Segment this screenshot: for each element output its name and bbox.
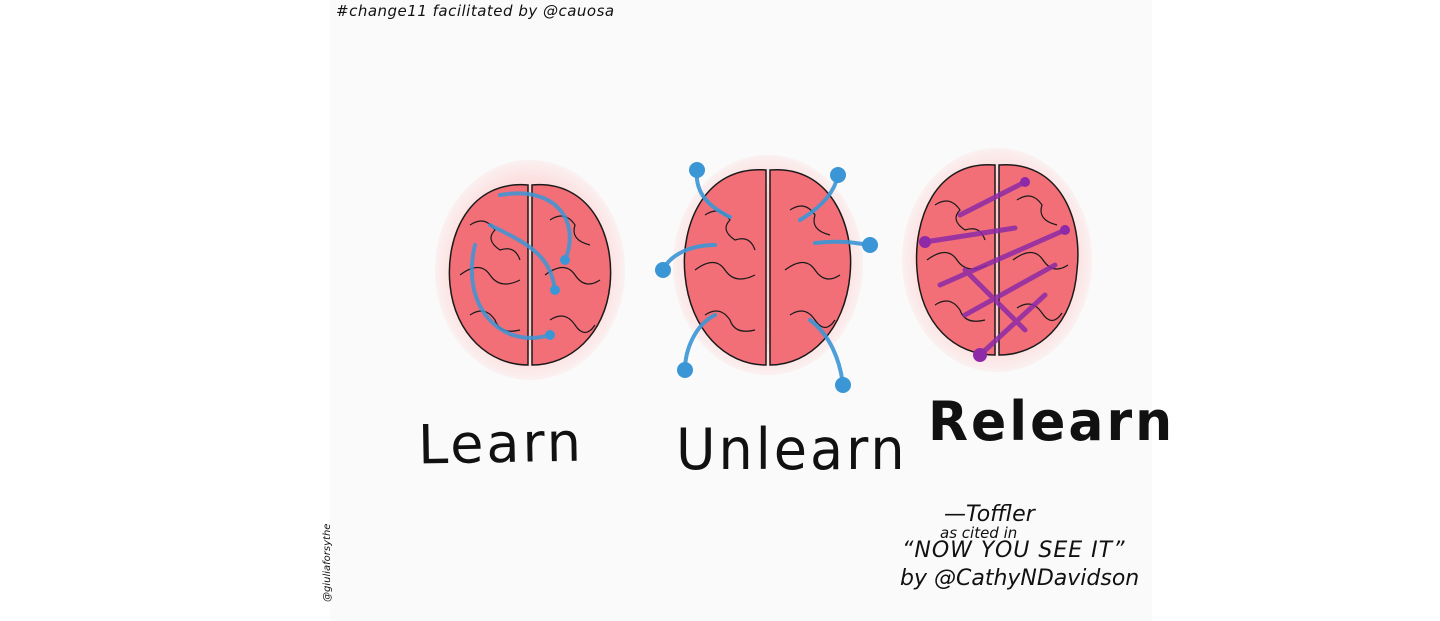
quote-by-line: by @CathyNDavidson: [900, 566, 1140, 591]
quote-author: —Toffler: [944, 502, 1035, 527]
learn-label: Learn: [417, 410, 585, 477]
artist-credit: @giuliaforsythe: [322, 523, 333, 602]
relearn-brain-illustration: [902, 148, 1092, 372]
quote-cited: as cited in: [940, 524, 1018, 542]
learn-brain-illustration: [435, 160, 625, 380]
quote-book-title: “NOW YOU SEE IT”: [902, 538, 1126, 563]
header-caption: #change11 facilitated by @cauosa: [336, 2, 615, 20]
unlearn-brain-illustration: [655, 155, 878, 393]
unlearn-label: Unlearn: [676, 416, 908, 483]
relearn-label: Relearn: [928, 390, 1176, 454]
